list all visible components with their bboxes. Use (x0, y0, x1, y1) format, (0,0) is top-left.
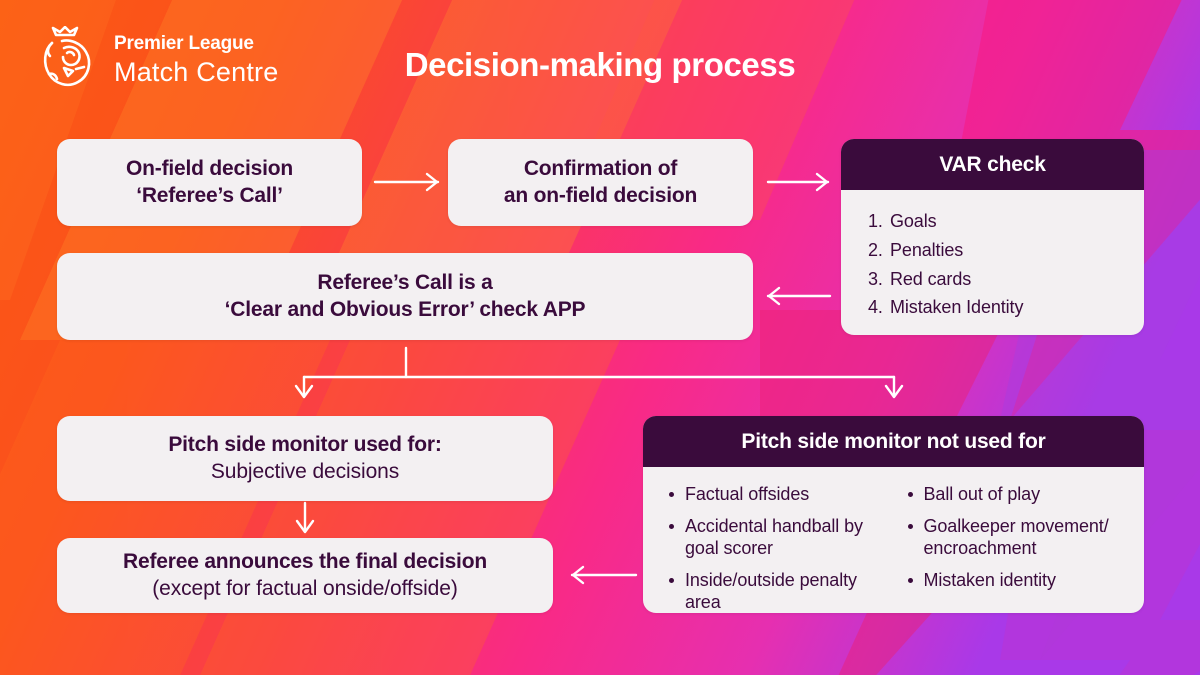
brand-text: Premier League Match Centre (114, 34, 278, 86)
arrow-monitor-used-to-final-decision-icon (295, 501, 315, 534)
final-decision-line1: Referee announces the final decision (123, 549, 487, 573)
card-confirmation-of-on-field-decision[interactable]: Confirmation of an on-field decision (448, 139, 753, 226)
on-field-decision-line1: On-field decision (126, 156, 293, 180)
arrow-confirmation-to-var-check-icon (766, 172, 830, 192)
monitor-used-line2: Subjective decisions (210, 459, 400, 483)
card-referee-announces-final-decision[interactable]: Referee announces the final decision (ex… (57, 538, 553, 613)
var-check-item-1-num: 2. (868, 239, 883, 260)
var-check-item-2-num: 3. (868, 268, 883, 289)
clear-obvious-error-line1: Referee’s Call is a (317, 270, 493, 294)
card-on-field-decision[interactable]: On-field decision ‘Referee’s Call’ (57, 139, 362, 226)
final-decision-line2: (except for factual onside/offside) (152, 576, 458, 600)
premier-league-lion-crest-icon (43, 26, 91, 87)
list-item: Accidental handball by goal scorer (667, 515, 890, 560)
card-pitch-side-monitor-not-used-for[interactable]: Pitch side monitor not used for Factual … (643, 416, 1144, 613)
arrow-monitor-not-used-to-final-decision-icon (570, 565, 638, 585)
var-check-item-0-label: Goals (890, 211, 937, 231)
var-check-list: 1. Goals 2. Penalties 3. Red cards 4. Mistak… (868, 207, 1144, 322)
card-clear-and-obvious-error[interactable]: Referee’s Call is a ‘Clear and Obvious E… (57, 253, 753, 340)
list-item: 1. Goals (868, 207, 1144, 236)
arrow-on-field-to-confirmation-icon (373, 172, 440, 192)
card-var-check[interactable]: VAR check 1. Goals 2. Penalties 3. Red card… (841, 139, 1144, 335)
page-title: Decision-making process (404, 46, 796, 83)
arrow-split-to-monitor-boxes-icon (294, 346, 904, 399)
var-check-item-3-num: 4. (868, 297, 883, 318)
var-check-item-3-label: Mistaken Identity (890, 297, 1024, 318)
confirmation-line2: an on-field decision (503, 183, 698, 207)
brand-line-match-centre: Match Centre (114, 57, 279, 87)
list-item: 4. Mistaken Identity (868, 293, 1144, 322)
card-pitch-side-monitor-used-for[interactable]: Pitch side monitor used for: Subjective … (57, 416, 553, 501)
brand-lockup: Premier League Match Centre (40, 26, 278, 94)
brand-line-premier-league: Premier League (114, 33, 254, 54)
var-check-item-1-label: Penalties (890, 239, 964, 260)
list-item: Ball out of play (906, 483, 1129, 506)
list-item: Factual offsides (667, 483, 890, 506)
monitor-used-line1: Pitch side monitor used for: (168, 432, 442, 456)
var-check-item-2-label: Red cards (890, 268, 972, 289)
arrow-var-check-to-clear-obvious-error-icon (766, 286, 832, 306)
list-item: Mistaken identity (906, 569, 1129, 592)
monitor-not-used-column-left: Factual offsides Accidental handball by … (667, 483, 890, 613)
on-field-decision-line2: ‘Referee’s Call’ (136, 183, 283, 207)
clear-obvious-error-line2: ‘Clear and Obvious Error’ check APP (224, 297, 586, 321)
header: Premier League Match Centre Decision-mak… (0, 0, 1200, 130)
confirmation-line1: Confirmation of (523, 156, 678, 180)
list-item: 2. Penalties (868, 236, 1144, 265)
list-item: 3. Red cards (868, 265, 1144, 294)
list-item: Goalkeeper movement/ encroachment (906, 515, 1129, 560)
list-item: Inside/outside penalty area (667, 569, 890, 614)
var-check-title: VAR check (841, 139, 1144, 190)
monitor-not-used-column-right: Ball out of play Goalkeeper movement/ en… (906, 483, 1129, 613)
var-check-item-0-num: 1. (868, 211, 883, 231)
monitor-not-used-title: Pitch side monitor not used for (643, 416, 1144, 467)
